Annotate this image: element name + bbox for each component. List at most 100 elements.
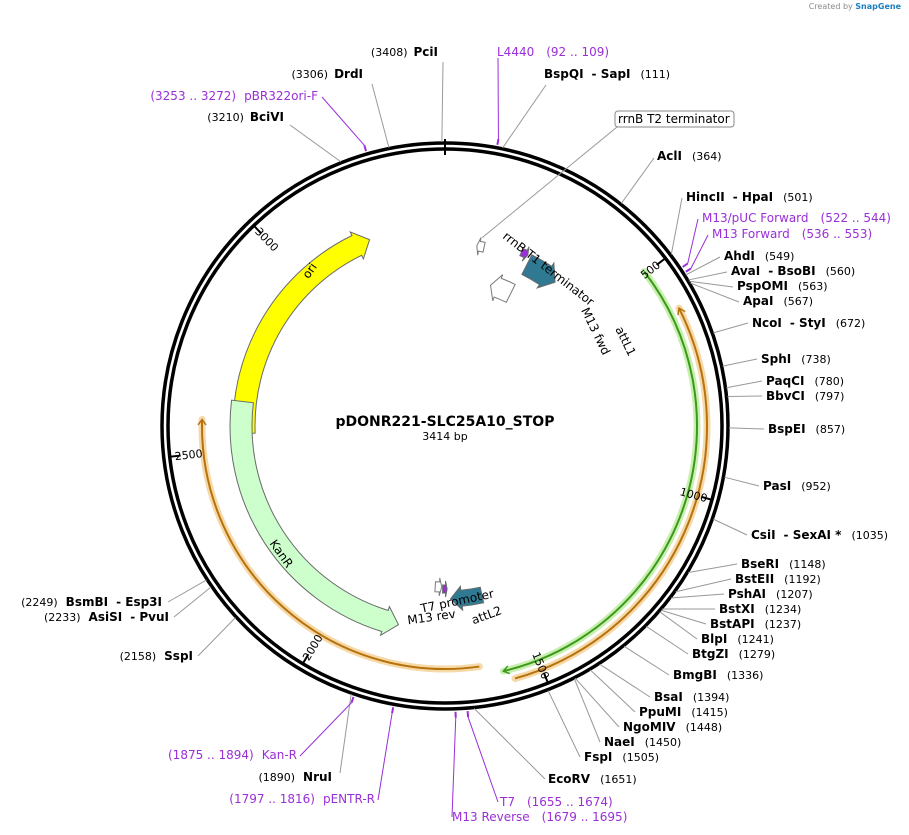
enzyme-label-bsmbi-esp3i: (2249)BsmBI- Esp3I: [21, 595, 162, 609]
primer-label-m13-puc-forward: M13/pUC Forward(522 .. 544): [702, 211, 891, 225]
enzyme-label-csii-sexai: CsiI- SexAI *(1035): [751, 528, 888, 542]
tick-mark-500: [656, 257, 667, 266]
leader-nrui: [339, 693, 352, 774]
tick-mark-1000: [701, 495, 713, 501]
orf-green: [503, 270, 698, 673]
enzyme-label-bstxi: BstXI(1234): [719, 602, 801, 616]
primer-site-pentr-r: [391, 707, 395, 714]
primer-leader-kan-r: [299, 702, 352, 757]
feature-arrow-m13-fwd: [519, 246, 530, 262]
enzyme-label-pspomi: PspOMI(563): [737, 279, 828, 293]
primer-label-pentr-r: (1797 .. 1816)pENTR-R: [229, 792, 375, 806]
tick-label-3000: 3000: [252, 225, 281, 254]
enzyme-label-pshai: PshAI(1207): [728, 587, 813, 601]
rrnb-t2-callout: rrnB T2 terminator: [614, 110, 735, 128]
orf-orange-right: [514, 307, 708, 680]
primer-label-kan-r: (1875 .. 1894)Kan-R: [168, 748, 297, 762]
orf-green-head: [502, 665, 511, 675]
enzyme-label-avai-bsobi: AvaI- BsoBI(560): [731, 264, 855, 278]
leader-asisi-pvui: [173, 586, 212, 618]
enzyme-label-bsteii: BstEII(1192): [735, 572, 821, 586]
enzyme-label-bstapi: BstAPI(1237): [710, 617, 801, 631]
feature-label-attl1: attL1: [612, 324, 638, 358]
feature-arrow-m13-rev: [442, 580, 448, 598]
enzyme-label-paqci: PaqCI(780): [766, 374, 844, 388]
primer-leader-m13-puc-forward: [687, 218, 699, 264]
enzyme-label-fspi: FspI(1505): [584, 750, 659, 764]
enzyme-label-asisi-pvui: (2233)AsiSI- PvuI: [44, 610, 169, 624]
leader-pshai: [670, 593, 725, 599]
leader-lines: [167, 57, 765, 818]
leader-bcivi: [289, 124, 342, 163]
primer-label-l4440: L4440(92 .. 109): [497, 45, 609, 59]
enzyme-label-sspi: (2158)SspI: [120, 649, 193, 663]
primer-leader-m13-forward: [690, 234, 709, 269]
feature-arrow-kanr: [229, 399, 400, 637]
leader-blpi: [659, 611, 698, 640]
feature-arrow-rrnb-t2-terminator: [476, 237, 486, 256]
leader-paqci: [726, 380, 763, 389]
primer-labels: L4440(92 .. 109) (3253 .. 3272)pBR322ori…: [150, 45, 891, 824]
leader-sphi: [722, 358, 758, 367]
leader-pspomi: [689, 280, 734, 288]
leader-ahdi: [685, 256, 721, 276]
tick-mark-3000: [253, 224, 263, 235]
enzyme-label-ncoi-styi: NcoI- StyI(672): [752, 316, 865, 330]
enzyme-label-naei: NaeI(1450): [604, 735, 681, 749]
orf-orange-right-halo: [511, 304, 711, 682]
feature-label-rrnb-t1: rrnB T1 terminator: [500, 229, 597, 309]
primer-site-m13-puc-forward: [682, 262, 689, 268]
leader-drdi: [371, 83, 390, 148]
enzyme-label-pcii: (3408)PciI: [371, 45, 438, 59]
leader-bsmbi-esp3i: [167, 579, 207, 603]
primer-site-l4440: [496, 138, 500, 146]
snapgene-credit: Created by SnapGene: [809, 2, 901, 11]
leader-naei: [573, 678, 601, 743]
enzyme-label-apai: ApaI(567): [743, 294, 813, 308]
enzyme-label-blpi: BlpI(1241): [701, 632, 774, 646]
plasmid-length: 3414 bp: [422, 430, 467, 443]
tick-mark-2000: [301, 653, 310, 665]
leader-rrnb-t2: [481, 126, 618, 239]
leader-apai: [690, 282, 740, 303]
enzyme-label-beseri: BseRI(1148): [741, 557, 826, 571]
feature-layer: [229, 230, 556, 637]
enzyme-label-ecorv: EcoRV(1651): [548, 772, 637, 786]
credit-prefix: Created by: [808, 2, 853, 11]
primer-leader-t7: [467, 716, 499, 803]
feature-arrow-attl1: [521, 254, 556, 289]
primer-label-m13-reverse: M13 Reverse(1679 .. 1695): [452, 810, 627, 824]
leader-avai-bsobi: [688, 271, 728, 281]
feature-arrow-attl2: [449, 584, 485, 612]
leader-bsai: [599, 663, 651, 698]
primer-leader-pbr322ori-f: [321, 96, 365, 146]
enzyme-label-pasi: PasI(952): [763, 479, 831, 493]
enzyme-label-bspei: BspEI(857): [768, 422, 845, 436]
enzyme-label-bmgbi: BmgBI(1336): [673, 668, 763, 682]
primer-leader-pentr-r: [377, 713, 393, 801]
feature-label-m13-fwd: M13 fwd: [578, 305, 613, 357]
primer-label-t7: T7(1655 .. 1674): [499, 795, 613, 809]
enzyme-label-acli: AclI(364): [657, 149, 722, 163]
orf-orange-inner: [201, 419, 480, 670]
leader-pasi: [724, 476, 760, 487]
primer-site-kan-r: [350, 696, 355, 703]
leader-beseri: [688, 563, 738, 573]
leader-bspei: [728, 427, 765, 430]
feature-label-m13-rev: M13 rev: [406, 607, 456, 628]
leader-ncoi-styi: [713, 322, 749, 334]
enzyme-label-bsai: BsaI(1394): [654, 690, 729, 704]
primer-site-m13-forward: [685, 267, 692, 273]
leader-fspi: [547, 690, 581, 758]
enzyme-labels: (3408)PciI (3306)DrdI (3210)BciVI BspQI-…: [21, 45, 888, 786]
backbone: [160, 139, 730, 711]
enzyme-label-drdi: (3306)DrdI: [291, 67, 363, 81]
enzyme-label-bbvci: BbvCI(797): [766, 389, 844, 403]
leader-ngomiv: [574, 678, 620, 728]
leader-bmgbi: [623, 645, 670, 676]
primer-site-pbr322ori-f: [363, 145, 367, 152]
orf-layer: [197, 268, 711, 682]
leader-pcii: [441, 61, 444, 143]
plasmid-name: pDONR221-SLC25A10_STOP: [336, 414, 555, 430]
